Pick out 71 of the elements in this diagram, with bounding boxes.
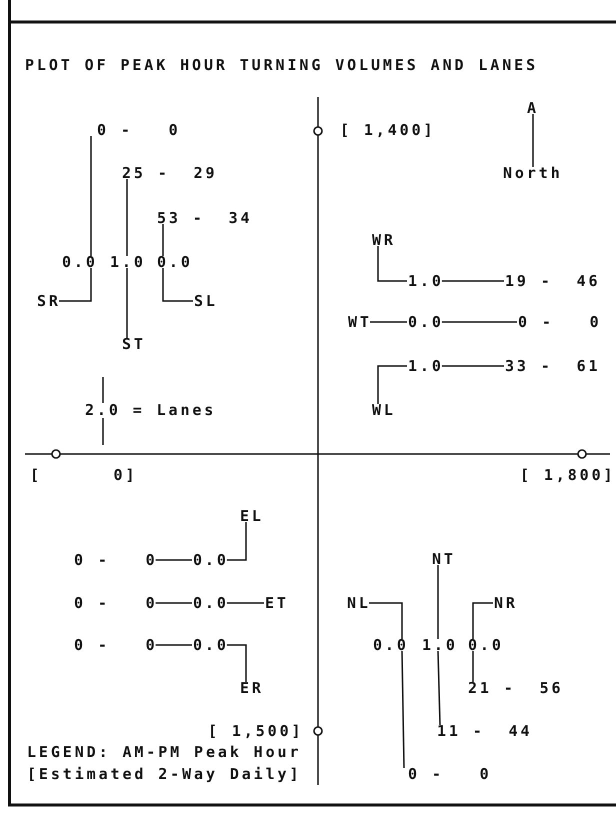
lane-count: 0.0 [373, 637, 409, 653]
volume-text: 0 - 0 [74, 552, 158, 568]
scale-value: [ 1,800] [520, 467, 616, 483]
connector-line [472, 602, 493, 639]
lane-count: 0.0 [408, 314, 444, 330]
connector-line [437, 650, 441, 726]
connector-line [368, 602, 403, 639]
connector-line [226, 644, 247, 682]
volume-text: 25 - 29 [122, 165, 218, 181]
connector-line [442, 365, 504, 367]
volume-text: 11 - 44 [437, 723, 532, 739]
volume-text: 0 - 0 [74, 595, 158, 611]
movement-label: SR [37, 293, 61, 309]
connector-line [162, 268, 193, 302]
volume-text: 19 - 46 [505, 273, 600, 289]
connector-line [90, 136, 92, 256]
movement-label: ST [122, 336, 146, 352]
connector-line [442, 321, 517, 323]
connector-line [377, 365, 407, 404]
scale-value: [ 0] [30, 467, 138, 483]
volume-text: 0 - 0 [97, 122, 181, 138]
lane-count: 1.0 [408, 273, 444, 289]
lane-count: 0.0 [193, 552, 229, 568]
movement-label: NR [494, 595, 518, 611]
connector-line [58, 268, 92, 302]
movement-label: ER [240, 680, 264, 696]
scale-value: [ 1,500] [208, 723, 304, 739]
connector-line [437, 565, 439, 639]
connector-line [226, 522, 247, 561]
volume-text: 0 - 0 [408, 766, 492, 782]
volume-text: 21 - 56 [468, 680, 564, 696]
connector-line [156, 644, 192, 646]
movement-label: WR [372, 232, 396, 248]
connector-line [162, 224, 164, 256]
movement-label: WT [348, 314, 372, 330]
lane-count: 0.0 [193, 595, 229, 611]
movement-label: SL [194, 293, 218, 309]
diagram-title: PLOT OF PEAK HOUR TURNING VOLUMES AND LANES [25, 57, 538, 73]
north-indicator-text: A [527, 100, 539, 116]
volume-text: 33 - 61 [505, 358, 600, 374]
connector-line [377, 246, 407, 282]
movement-label: NT [432, 551, 456, 567]
lanes-key: 2.0 = Lanes [85, 402, 216, 418]
lane-count: 0.0 [62, 254, 98, 270]
lane-count: 0.0 [157, 254, 193, 270]
connector-line [126, 179, 128, 256]
lane-count: 1.0 [422, 637, 458, 653]
connector-line [401, 650, 405, 768]
volume-text: 53 - 34 [157, 210, 252, 226]
movement-label: NL [347, 595, 371, 611]
lane-count: 0.0 [193, 637, 229, 653]
lane-count: 1.0 [110, 254, 146, 270]
legend-text: LEGEND: AM-PM Peak Hour [27, 744, 302, 760]
connector-line [126, 268, 128, 338]
lane-count: 1.0 [408, 358, 444, 374]
movement-label: WL [372, 402, 396, 418]
volume-text: 0 - 0 [74, 637, 158, 653]
volume-text: 0 - 0 [518, 314, 602, 330]
connector-line [532, 114, 534, 167]
lane-count: 0.0 [468, 637, 504, 653]
connector-line [472, 651, 474, 682]
connector-line [156, 602, 192, 604]
connector-line [442, 280, 504, 282]
connector-line [226, 602, 264, 604]
connector-line [156, 559, 192, 561]
scale-value: [ 1,400] [340, 122, 436, 138]
movement-label: ET [265, 595, 289, 611]
movement-label: EL [240, 508, 264, 524]
legend-text: [Estimated 2-Way Daily] [27, 766, 302, 782]
connector-line [370, 321, 407, 323]
north-indicator-text: North [503, 165, 563, 181]
